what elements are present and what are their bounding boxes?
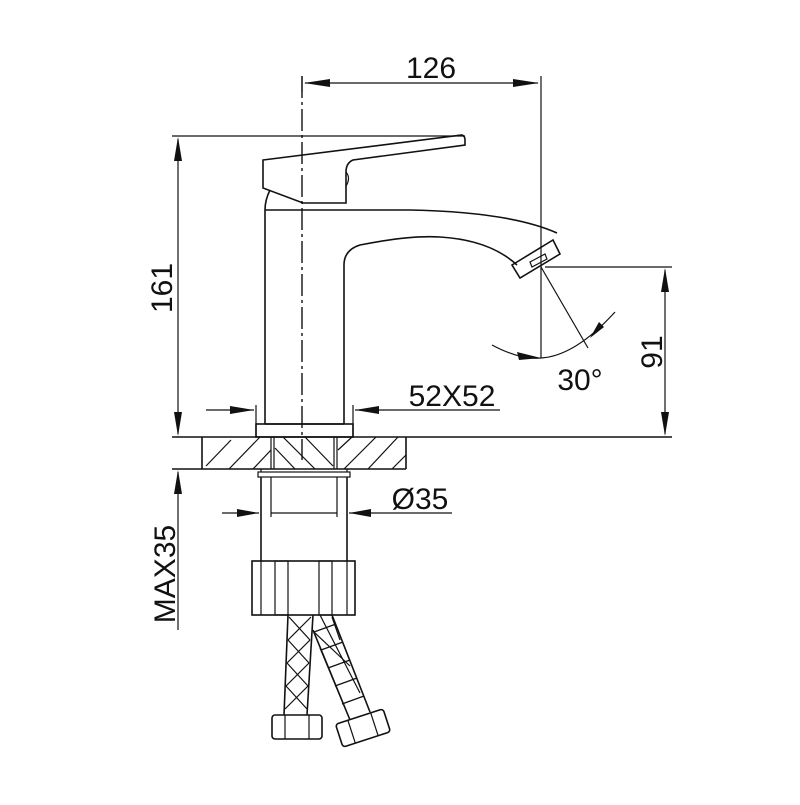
dimension-spray-angle: 30°	[491, 266, 616, 397]
spout-height-label: 91	[636, 335, 669, 368]
mounting-shank	[260, 477, 348, 561]
shank-diameter-label: Ø35	[392, 483, 449, 516]
dimension-max-thickness: MAX35	[149, 470, 182, 630]
dimension-spout-height: 91	[545, 266, 672, 436]
lever-handle	[262, 134, 466, 211]
aerator	[510, 238, 562, 280]
dimension-spout-reach: 126	[301, 52, 542, 358]
dimension-shank-diameter: Ø35	[222, 483, 452, 517]
lock-nut	[251, 560, 356, 616]
hose-nuts	[271, 708, 391, 748]
reach-label: 126	[406, 52, 456, 85]
dimension-total-height: 161	[146, 135, 465, 436]
max-thickness-label: MAX35	[149, 525, 182, 623]
washer	[257, 469, 351, 478]
angle-label: 30°	[557, 364, 602, 397]
dimension-base-size: 52X52	[206, 380, 500, 438]
base-size-label: 52X52	[409, 380, 496, 413]
countertop-section	[172, 436, 672, 470]
height-label: 161	[146, 263, 179, 313]
braided-hoses	[283, 614, 371, 721]
